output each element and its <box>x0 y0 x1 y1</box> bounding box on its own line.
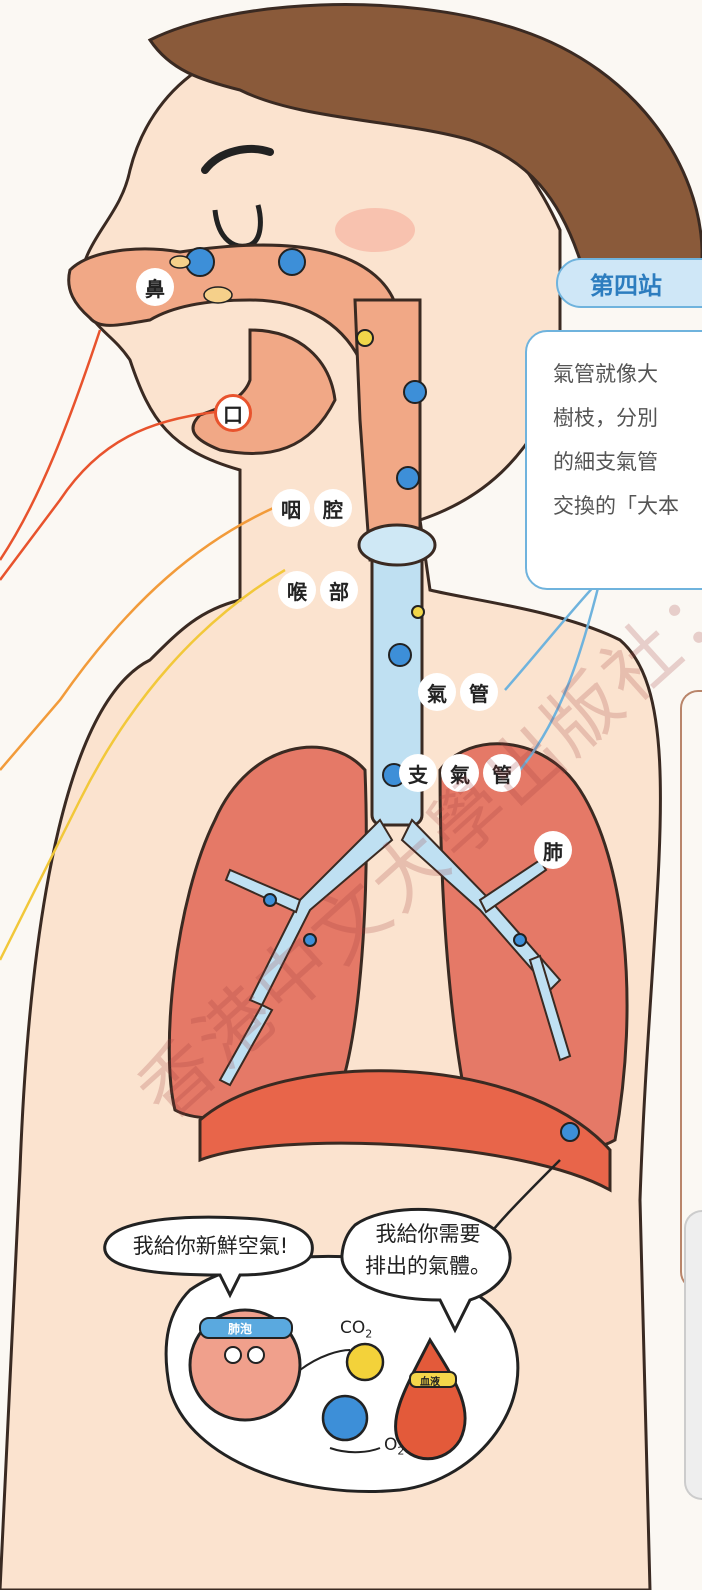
label-larynx: 喉 部 <box>278 571 358 609</box>
blood-headband-text: 血液 <box>420 1373 440 1388</box>
o2-label: O2 <box>384 1435 404 1457</box>
alveolus-headband-text: 肺泡 <box>228 1320 252 1337</box>
label-larynx-char-2: 部 <box>320 571 358 609</box>
station-line-1: 氣管就像大 <box>553 352 702 396</box>
right-bubble-line-2: 排出的氣體。 <box>348 1250 508 1282</box>
station-line-3: 的細支氣管 <box>553 440 702 484</box>
co2-label: CO2 <box>340 1318 372 1340</box>
side-card-gray <box>684 1210 702 1500</box>
station-title-tab: 第四站 <box>556 258 702 308</box>
cheek <box>335 208 415 252</box>
label-trachea-char-2: 管 <box>460 673 498 711</box>
o2-main: O <box>384 1435 397 1455</box>
side-card-outline <box>680 690 702 1290</box>
o2-molecule <box>323 1396 367 1440</box>
station-line-4: 交換的「大本 <box>553 484 702 528</box>
co2-main: CO <box>340 1318 365 1338</box>
label-pharynx-char-1: 咽 <box>272 489 310 527</box>
co2-sub: 2 <box>365 1327 372 1340</box>
label-nose-char: 鼻 <box>136 268 174 306</box>
co2-molecule <box>347 1344 383 1380</box>
label-larynx-char-1: 喉 <box>278 571 316 609</box>
station-title: 第四站 <box>590 266 662 301</box>
label-mouth: 口 <box>214 394 252 432</box>
label-trachea: 氣 管 <box>418 673 498 711</box>
station-line-2: 樹枝，分別 <box>553 396 702 440</box>
right-bubble-text: 我給你需要 排出的氣體。 <box>348 1218 508 1282</box>
label-nose: 鼻 <box>136 268 174 306</box>
label-lung-char: 肺 <box>534 831 572 869</box>
label-trachea-char-1: 氣 <box>418 673 456 711</box>
larynx-cartilage <box>359 525 435 565</box>
left-bubble-text: 我給你新鮮空氣! <box>108 1230 313 1262</box>
right-bubble-line-1: 我給你需要 <box>348 1218 508 1250</box>
label-lung: 肺 <box>534 831 572 869</box>
label-mouth-char: 口 <box>214 394 252 432</box>
o2-sub: 2 <box>397 1444 404 1457</box>
label-pharynx: 咽 腔 <box>272 489 352 527</box>
label-pharynx-char-2: 腔 <box>314 489 352 527</box>
